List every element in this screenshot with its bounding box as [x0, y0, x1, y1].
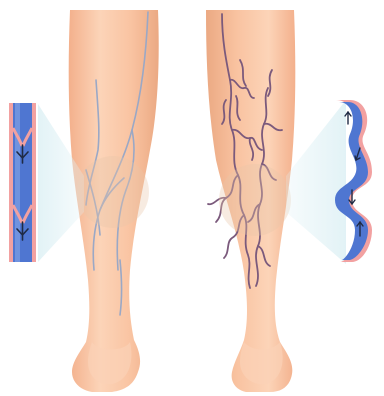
healthy-vein-inset: [9, 103, 36, 262]
healthy-leg-lens: [77, 156, 149, 228]
healthy-vein-highlight: [15, 103, 20, 262]
varicose-leg: [206, 10, 295, 392]
varicose-callout-beam: [286, 100, 346, 264]
varicose-leg-lens: [219, 164, 291, 236]
